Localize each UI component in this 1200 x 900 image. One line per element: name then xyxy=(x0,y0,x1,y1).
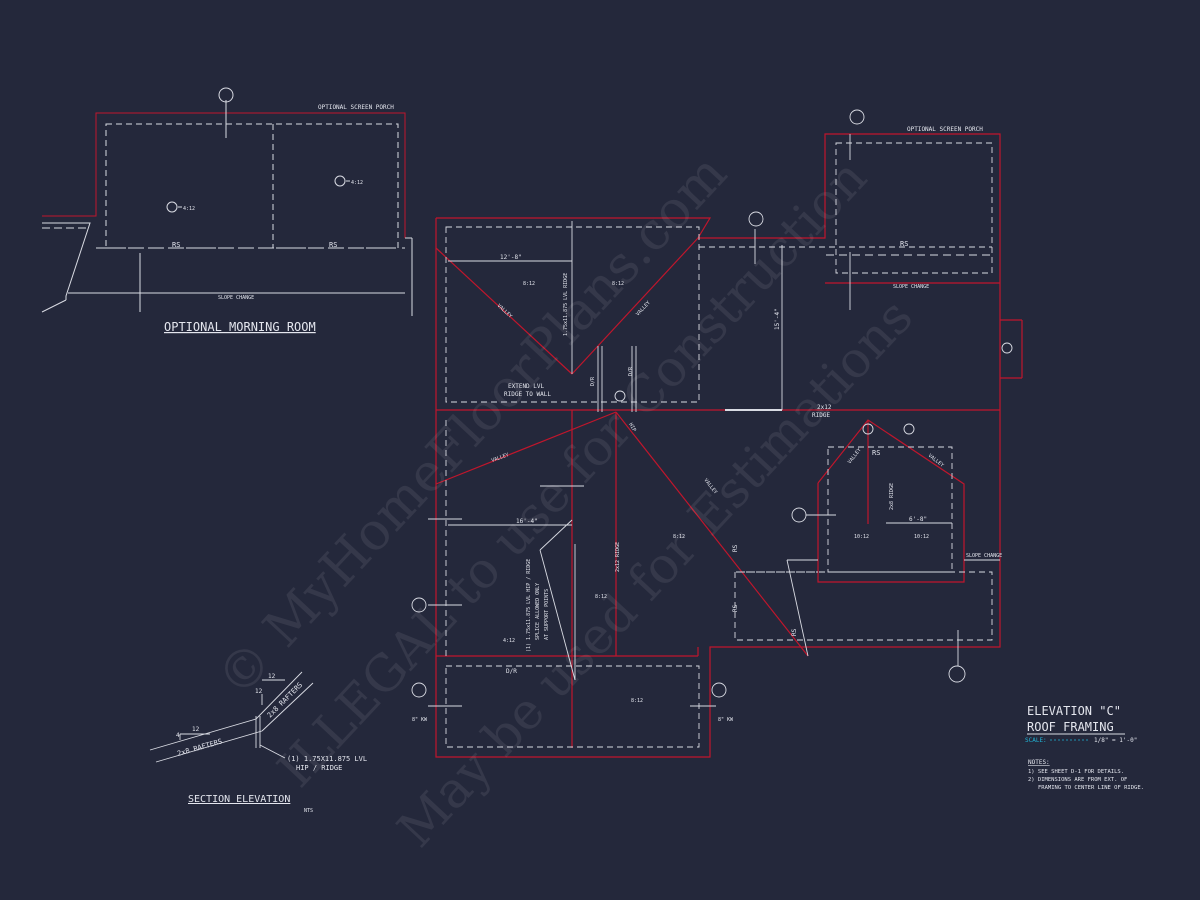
kw-left: 8" KW xyxy=(412,717,428,723)
morning-room-plan xyxy=(41,87,413,316)
pitch-8-12-b: 8:12 xyxy=(612,281,624,287)
section-nts: NTS xyxy=(304,808,313,814)
lvl-note-2: SPLICE ALLOWED ONLY xyxy=(535,583,541,640)
mr-slope-change: SLOPE CHANGE xyxy=(218,295,254,301)
extend-lvl-1: EXTEND LVL xyxy=(508,383,545,390)
pitch-rise-high: 12 xyxy=(255,688,263,695)
pitch-rise-low: 4 xyxy=(176,732,180,739)
pitch-8-12-e: 8:12 xyxy=(631,698,643,704)
main-roof-linework xyxy=(411,109,1013,748)
rs-vertical-1: RS xyxy=(732,544,739,552)
scale-label: SCALE: xyxy=(1025,737,1047,744)
mr-pitch-right: 4:12 xyxy=(351,180,363,186)
mr-rs-left: RS xyxy=(172,241,180,249)
main-roof-outline xyxy=(435,133,1023,758)
main-rs-top: RS xyxy=(900,240,908,248)
mr-pitch-left: 4:12 xyxy=(183,206,195,212)
dr-label-3: D/R xyxy=(506,668,517,675)
main-slope-change-right: SLOPE CHANGE xyxy=(966,553,1002,559)
pitch-8-12-c: 8:12 xyxy=(673,534,685,540)
lvl-ridge-label: 1.75x11.875 LVL RIDGE xyxy=(563,273,569,336)
pitch-4-12: 4:12 xyxy=(503,638,515,644)
mr-rs-right: RS xyxy=(329,241,337,249)
note-2a: 2) DIMENSIONS ARE FROM EXT. OF xyxy=(1028,777,1127,783)
section-elevation-detail xyxy=(149,671,314,763)
note-1: 1) SEE SHEET D-1 FOR DETAILS. xyxy=(1028,769,1124,775)
section-title: SECTION ELEVATION xyxy=(188,794,290,805)
title-line2: ROOF FRAMING xyxy=(1027,720,1114,734)
scale-value: 1/8" = 1'-0" xyxy=(1094,737,1137,744)
morning-room-title: OPTIONAL MORNING ROOM xyxy=(164,320,316,334)
mr-porch-label: OPTIONAL SCREEN PORCH xyxy=(318,104,394,111)
lvl-note-3: AT SUPPORT POINTS xyxy=(544,589,550,640)
dim-15-4: 15'-4" xyxy=(774,308,781,330)
extend-lvl-2: RIDGE TO WALL xyxy=(504,391,551,398)
pitch-run-high: 12 xyxy=(268,673,276,680)
ridge-2x12-vertical: 2x12 RIDGE xyxy=(615,542,621,572)
section-lvl-1: (1) 1.75X11.875 LVL xyxy=(287,755,367,763)
title-line1: ELEVATION "C" xyxy=(1027,704,1121,718)
valley-label-3: VALLEY xyxy=(491,452,510,464)
note-2b: FRAMING TO CENTER LINE OF RIDGE. xyxy=(1038,785,1144,791)
kw-right: 8" KW xyxy=(718,717,734,723)
rs-vertical-3: RS xyxy=(791,628,798,636)
main-slope-change: SLOPE CHANGE xyxy=(893,284,929,290)
dim-6-8: 6'-8" xyxy=(909,516,927,523)
pitch-run-low: 12 xyxy=(192,726,200,733)
dim-12-8: 12'-8" xyxy=(500,254,522,261)
pitch-8-12-a: 8:12 xyxy=(523,281,535,287)
main-porch-label: OPTIONAL SCREEN PORCH xyxy=(907,126,983,133)
section-lvl-2: HIP / RIDGE xyxy=(296,764,342,772)
ridge-2x12: 2x12 xyxy=(817,404,832,411)
dr-label-2: D/R xyxy=(628,366,634,376)
ridge-label: RIDGE xyxy=(812,412,830,419)
pitch-10-12-b: 10:12 xyxy=(914,534,929,540)
dim-16-4: 16'-4" xyxy=(516,518,538,525)
hip-label: HIP xyxy=(627,422,637,433)
rs-gable: RS xyxy=(872,449,880,457)
pitch-8-12-d: 8:12 xyxy=(595,594,607,600)
rs-vertical-2: RS xyxy=(732,604,739,612)
lvl-note-1: (1) 1.75x11.875 LVL HIP / RIDGE xyxy=(526,559,532,652)
dr-label-1: D/R xyxy=(590,376,596,386)
pitch-10-12-a: 10:12 xyxy=(854,534,869,540)
ridge-2x8-vertical: 2x8 RIDGE xyxy=(889,483,895,510)
notes-heading: NOTES: xyxy=(1028,759,1050,766)
